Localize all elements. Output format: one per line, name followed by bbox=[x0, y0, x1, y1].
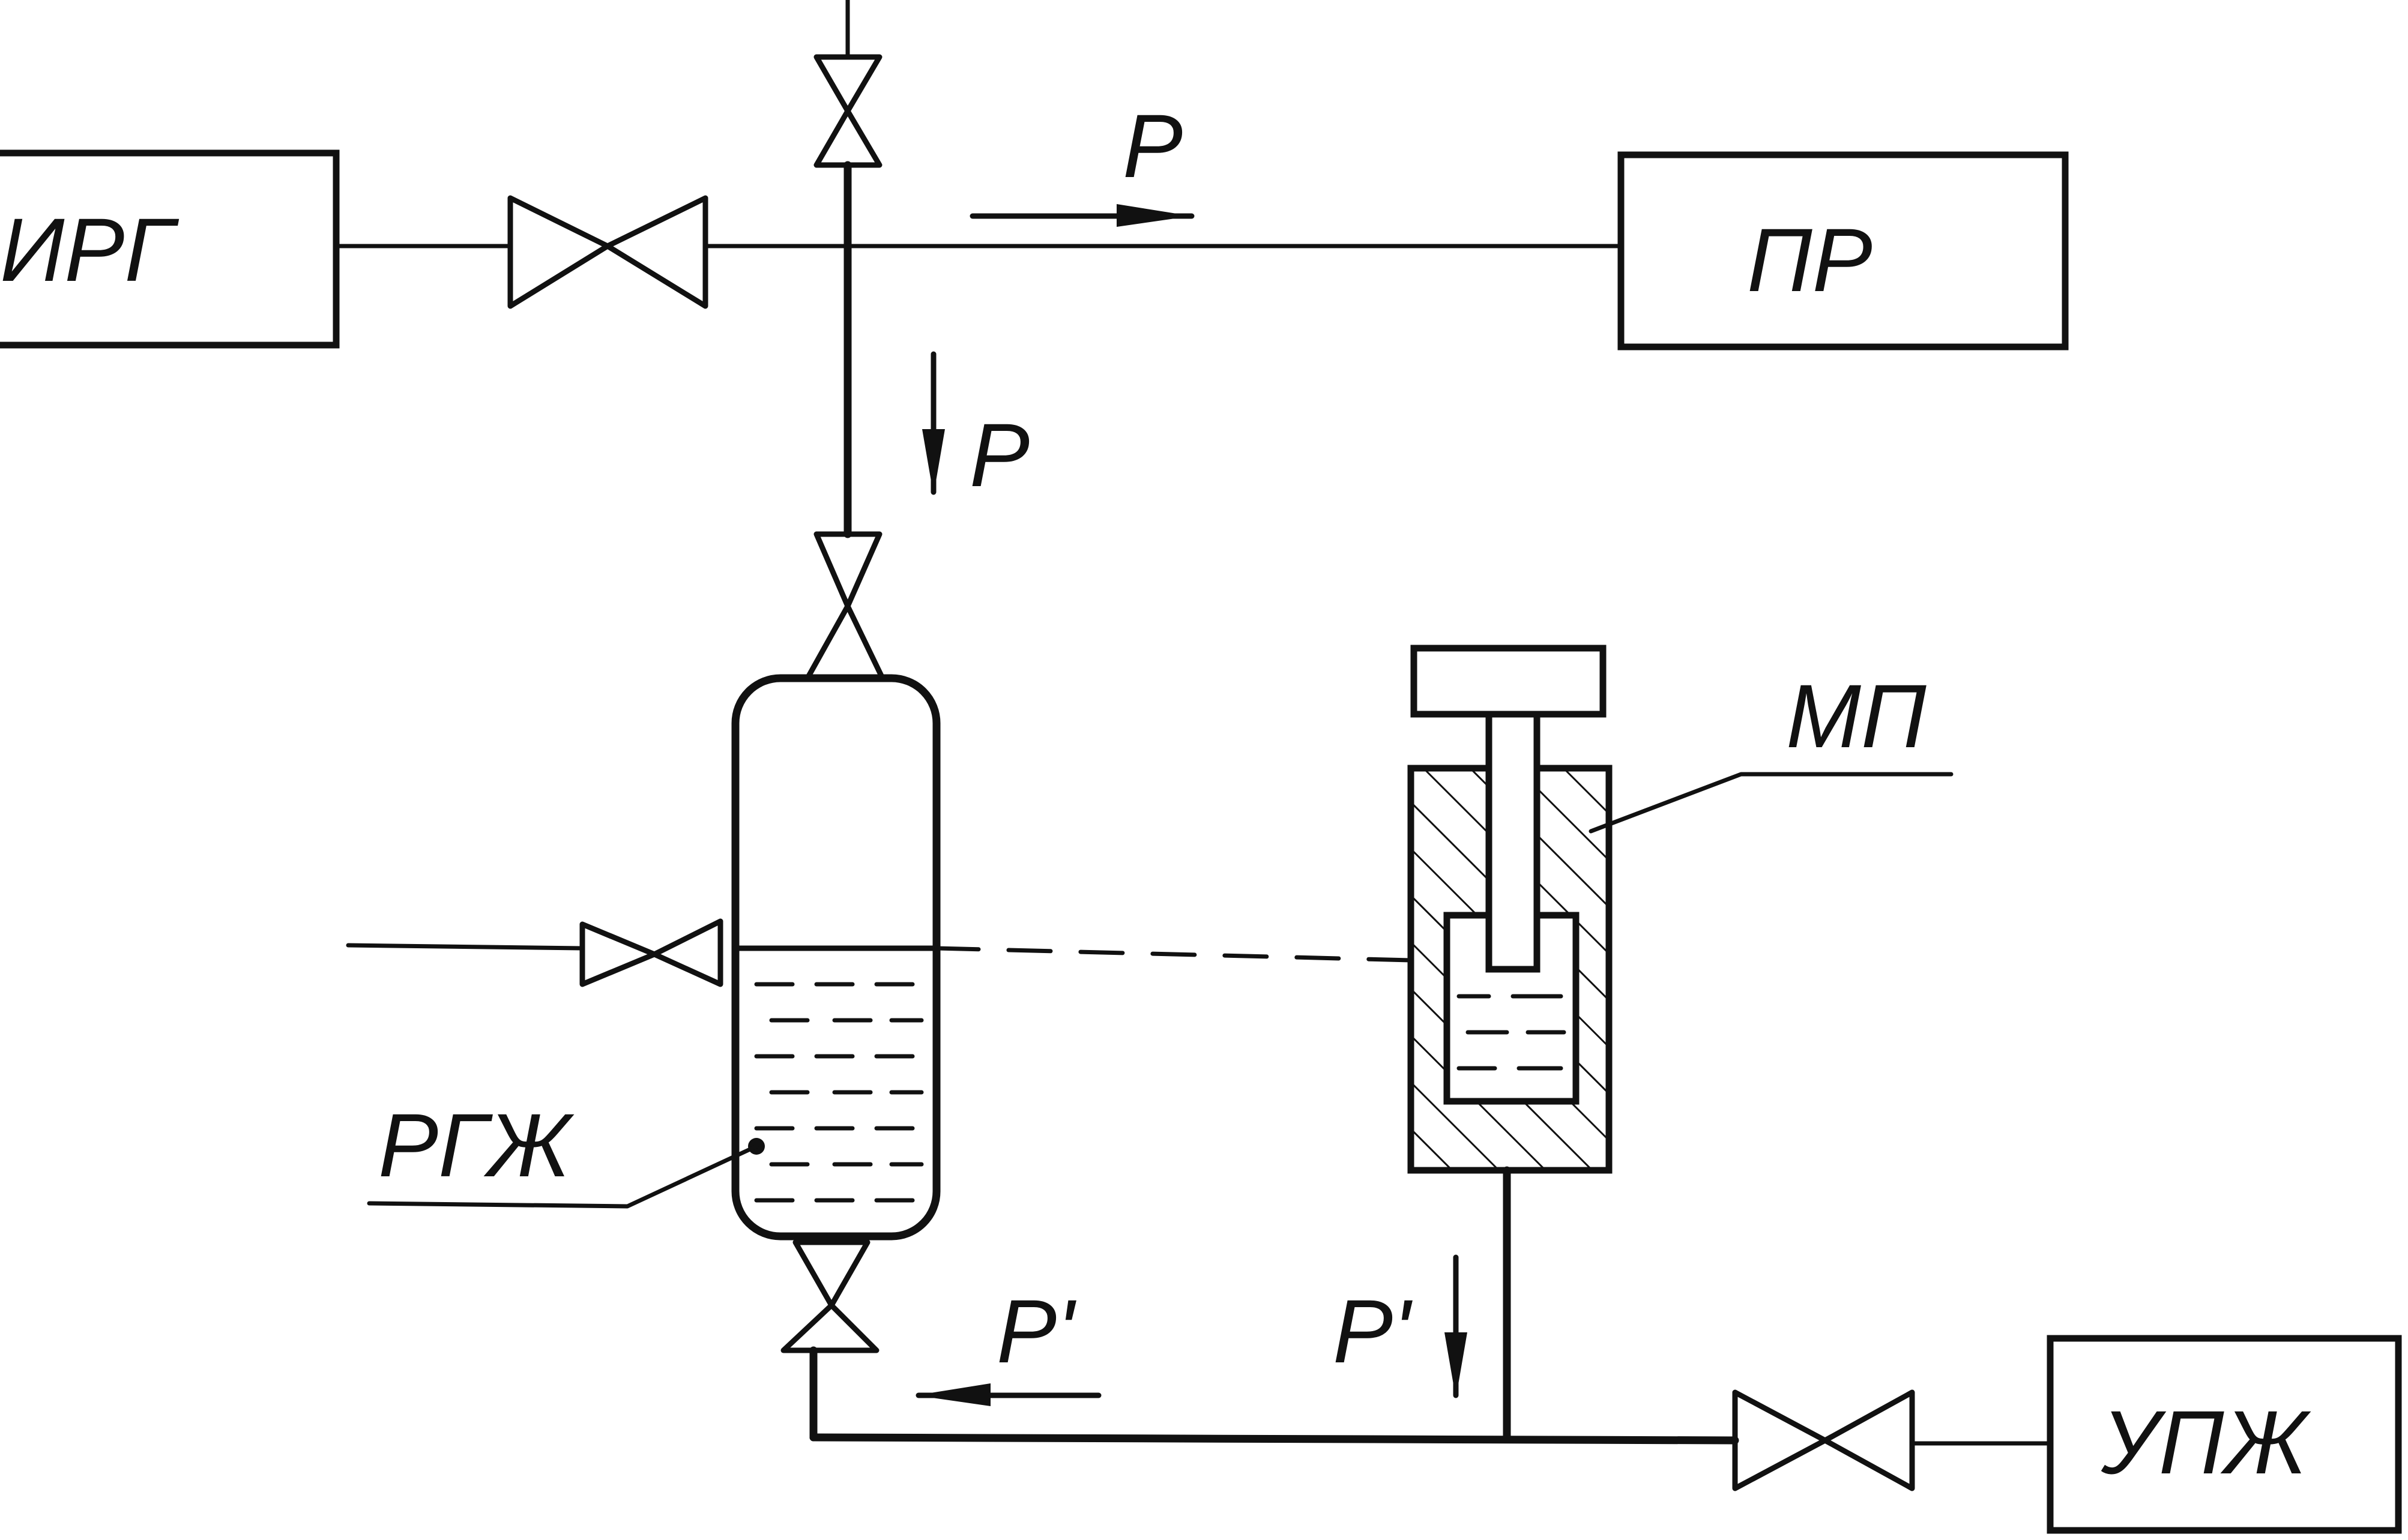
level-dashed-line bbox=[934, 946, 1413, 963]
label-p-prime-bottom: P' bbox=[997, 1281, 1076, 1382]
liquid-dashes-piston bbox=[1456, 994, 1566, 1071]
piston-mp bbox=[1407, 645, 1613, 1174]
valve-vessel-top bbox=[804, 531, 886, 681]
valve-vessel-side bbox=[579, 918, 723, 987]
irg-label: ИРГ bbox=[0, 199, 179, 300]
pr-block: ПР bbox=[1617, 151, 2069, 350]
irg-block: ИРГ bbox=[0, 149, 340, 349]
pr-label: ПР bbox=[1747, 209, 1872, 310]
flow-arrow-down bbox=[922, 351, 945, 495]
label-p-down: P bbox=[970, 405, 1030, 505]
flow-arrow-piston-down bbox=[1444, 1254, 1467, 1398]
leader-rgzh bbox=[367, 1144, 759, 1209]
pipe-side-drain bbox=[346, 943, 585, 951]
valve-irg-line bbox=[507, 195, 708, 309]
valve-vessel-bottom bbox=[780, 1239, 880, 1353]
valve-upzh-line bbox=[1732, 1389, 1915, 1491]
label-p-top: P bbox=[1123, 95, 1183, 196]
flow-arrow-top bbox=[970, 204, 1195, 227]
flow-arrow-bottom-left bbox=[916, 1383, 1102, 1406]
pipe-bottom-main bbox=[809, 1433, 1739, 1445]
leader-mp bbox=[1589, 772, 1954, 834]
mp-label: МП bbox=[1786, 666, 1927, 766]
upzh-label: УПЖ bbox=[2101, 1392, 2311, 1493]
liquid-dashes-vessel bbox=[754, 982, 924, 1203]
rgzh-label: РГЖ bbox=[378, 1095, 575, 1196]
upzh-block: УПЖ bbox=[2047, 1335, 2402, 1534]
vessel-rgzh bbox=[731, 674, 941, 1241]
piston-rod bbox=[1485, 711, 1540, 973]
valve-top-vertical bbox=[813, 54, 883, 168]
piston-handle bbox=[1410, 645, 1607, 718]
label-p-prime-side: P' bbox=[1333, 1281, 1413, 1382]
